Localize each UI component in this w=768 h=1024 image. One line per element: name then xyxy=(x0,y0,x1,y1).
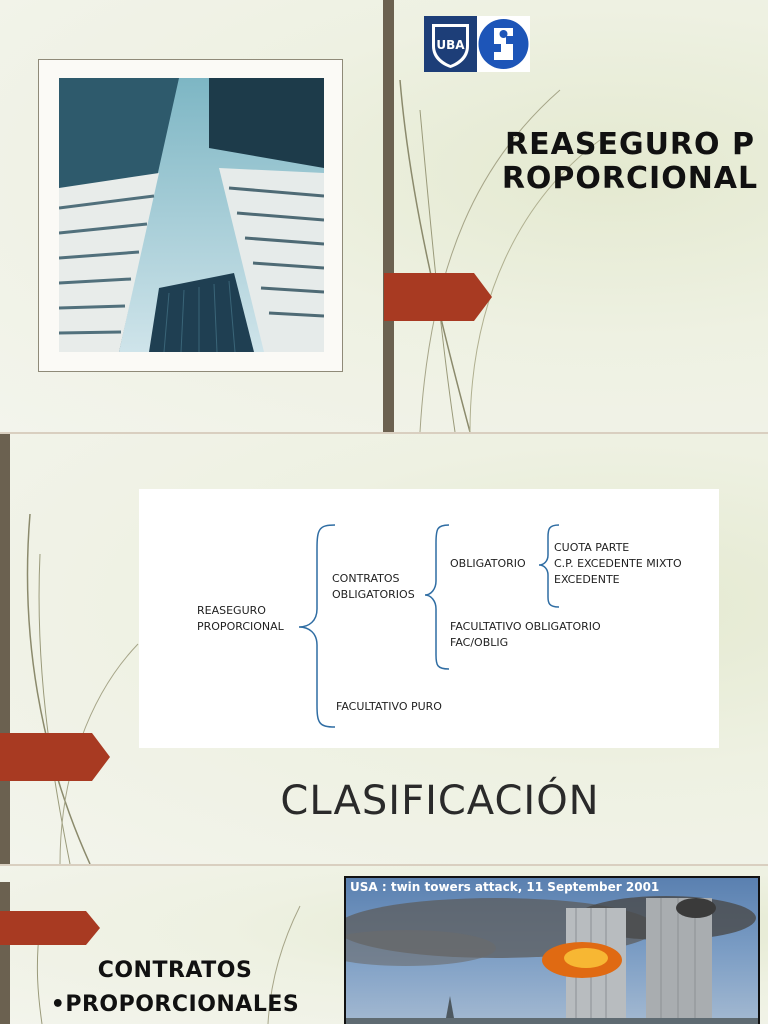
twin-towers-photo: USA : twin towers attack, 11 September 2… xyxy=(344,876,760,1024)
photo-frame xyxy=(38,59,343,372)
diagram-braces xyxy=(298,524,560,728)
decorative-curves xyxy=(399,79,601,432)
diagram-facultativo-puro: FACULTATIVO PURO xyxy=(336,700,442,713)
uba-logo-text: UBA xyxy=(436,38,465,52)
skyscrapers-photo xyxy=(59,78,324,352)
slide-title-text: REASEGURO PROPORCIONAL xyxy=(501,127,759,196)
vertical-bar xyxy=(383,0,394,432)
slide-divider xyxy=(0,432,768,434)
accent-arrow xyxy=(0,911,100,945)
slide-classification: REASEGURO PROPORCIONAL CONTRATOS OBLIGAT… xyxy=(0,434,768,864)
vertical-bar xyxy=(0,434,10,864)
slide-contracts: CONTRATOS •PROPORCIONALES USA : twin xyxy=(0,866,768,1024)
slide-title: UBA REASEGURO PROPORCIONAL xyxy=(0,0,768,432)
diagram-facultativo-obligatorio: FACULTATIVO OBLIGATORIO FAC/OBLIG xyxy=(450,620,601,649)
diagram-contratos-obligatorios: CONTRATOS OBLIGATORIOS xyxy=(332,572,415,601)
photo-caption: USA : twin towers attack, 11 September 2… xyxy=(350,880,660,894)
uba-shield-logo: UBA xyxy=(424,16,530,72)
vertical-bar xyxy=(0,882,10,1024)
university-logos: UBA xyxy=(424,16,530,72)
diagram-root: REASEGURO PROPORCIONAL xyxy=(197,604,284,633)
title-line-2: •PROPORCIONALES xyxy=(50,992,300,1017)
twin-towers-illustration xyxy=(346,896,758,1024)
slide-title-text: CONTRATOS •PROPORCIONALES xyxy=(30,954,320,1022)
diagram-obligatorio-items: CUOTA PARTE C.P. EXCEDENTE MIXTO EXCEDEN… xyxy=(554,541,682,586)
diagram-obligatorio: OBLIGATORIO xyxy=(450,557,526,570)
accent-arrow xyxy=(0,733,110,781)
classification-diagram: REASEGURO PROPORCIONAL CONTRATOS OBLIGAT… xyxy=(139,489,719,748)
accent-arrow xyxy=(384,273,492,321)
slide-divider xyxy=(0,864,768,866)
title-line-1: CONTRATOS xyxy=(97,958,253,983)
slide-title-text: CLASIFICACIÓN xyxy=(280,778,600,824)
